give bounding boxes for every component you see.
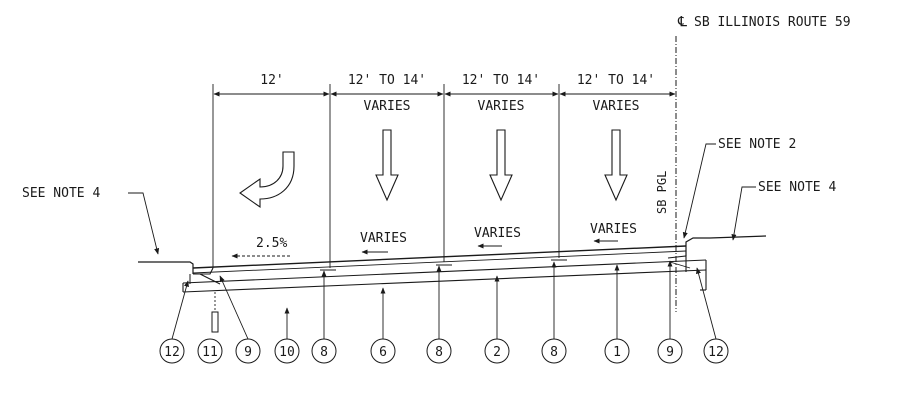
lane-width-label: 12' TO 14' bbox=[577, 73, 655, 88]
lane-width-label: 12' bbox=[260, 73, 283, 88]
profile-grade-line-label: SB PGL bbox=[655, 171, 669, 214]
note-right-lower: SEE NOTE 4 bbox=[758, 180, 836, 195]
callout-bubble: 12 bbox=[159, 338, 185, 364]
callout-bubble: 1 bbox=[604, 338, 630, 364]
callout-bubble: 8 bbox=[426, 338, 452, 364]
down-arrow bbox=[489, 129, 513, 202]
ground-line-left bbox=[138, 261, 194, 274]
callout-bubble: 9 bbox=[235, 338, 261, 364]
callout-number: 1 bbox=[613, 345, 621, 360]
gutter-left bbox=[193, 267, 214, 275]
gutter-right-detail bbox=[669, 261, 691, 269]
lane-width-varies: VARIES bbox=[478, 99, 525, 114]
base-course-bottom bbox=[182, 269, 707, 293]
down-arrow bbox=[375, 129, 399, 202]
callout-leader bbox=[696, 267, 717, 340]
callout-number: 10 bbox=[279, 345, 295, 360]
callout-number: 12 bbox=[708, 345, 724, 360]
curved-left-turn-arrow bbox=[239, 151, 295, 209]
callout-bubble: 10 bbox=[274, 338, 300, 364]
callout-number: 6 bbox=[379, 345, 387, 360]
callout-bubble: 11 bbox=[197, 338, 223, 364]
callout-number: 12 bbox=[164, 345, 180, 360]
lane-width-varies: VARIES bbox=[593, 99, 640, 114]
slope-label: VARIES bbox=[360, 231, 407, 246]
gutter-left-detail bbox=[199, 273, 221, 285]
note-left-leader bbox=[128, 192, 160, 255]
callout-number: 9 bbox=[666, 345, 674, 360]
pavement-surface bbox=[192, 245, 687, 269]
ground-line-right bbox=[685, 235, 767, 256]
down-arrow bbox=[604, 129, 628, 202]
lane-width-label: 12' TO 14' bbox=[348, 73, 426, 88]
lane-width-varies: VARIES bbox=[364, 99, 411, 114]
pavement-surface-lower bbox=[192, 250, 687, 274]
slope-label: VARIES bbox=[590, 222, 637, 237]
underdrain bbox=[211, 311, 219, 333]
note-left: SEE NOTE 4 bbox=[22, 186, 100, 201]
base-course-top bbox=[182, 259, 707, 284]
callout-number: 2 bbox=[493, 345, 501, 360]
centerline-label: SB ILLINOIS ROUTE 59 bbox=[694, 15, 851, 30]
callout-number: 9 bbox=[244, 345, 252, 360]
callout-bubble: 12 bbox=[703, 338, 729, 364]
callout-bubble: 2 bbox=[484, 338, 510, 364]
centerline-symbol: ℄ bbox=[677, 14, 687, 30]
callout-bubble: 6 bbox=[370, 338, 396, 364]
callout-leader bbox=[171, 280, 189, 340]
callout-bubble: 9 bbox=[657, 338, 683, 364]
callout-number: 8 bbox=[320, 345, 328, 360]
callout-bubble: 8 bbox=[311, 338, 337, 364]
slope-label: 2.5% bbox=[256, 236, 287, 251]
callout-number: 11 bbox=[202, 345, 218, 360]
callout-bubble: 8 bbox=[541, 338, 567, 364]
note-right-lower-leader bbox=[731, 186, 756, 241]
slope-label: VARIES bbox=[474, 226, 521, 241]
callout-number: 8 bbox=[435, 345, 443, 360]
note-right-upper: SEE NOTE 2 bbox=[718, 137, 796, 152]
note-right-upper-leader bbox=[682, 143, 716, 239]
callout-number: 8 bbox=[550, 345, 558, 360]
lane-width-label: 12' TO 14' bbox=[462, 73, 540, 88]
callout-leader bbox=[219, 275, 249, 340]
